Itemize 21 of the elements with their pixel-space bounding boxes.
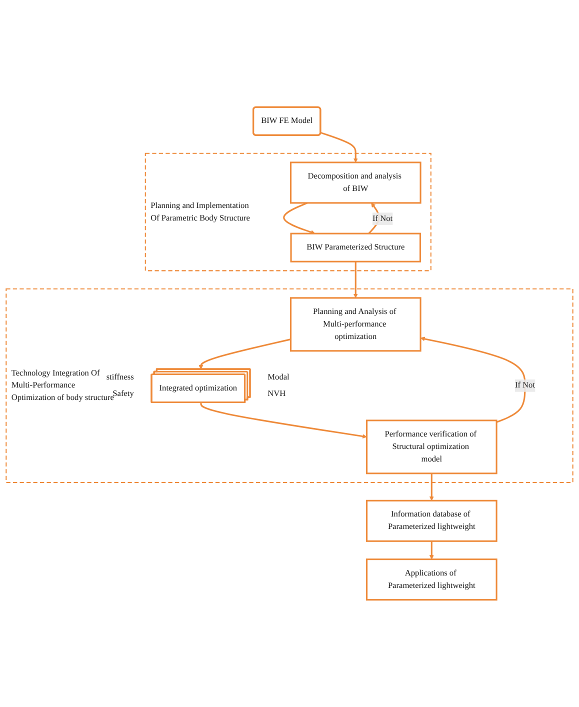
arrow: [283, 202, 316, 234]
arrow: [320, 132, 358, 163]
node-label: stiffness: [106, 372, 134, 382]
node-box: Applications of Parameterized lightweight: [366, 558, 498, 601]
node-box: Planning and Analysis of Multi-performance optimization: [290, 297, 422, 352]
arrow: [429, 473, 434, 501]
node-box: Information database of Parameterized lightweight: [366, 500, 498, 542]
node-box: Decomposition and analysis of BIW: [290, 162, 422, 204]
arrow: [353, 262, 358, 298]
node-box: BIW Parameterized Structure: [290, 232, 422, 262]
arrow: [198, 338, 291, 370]
node-box: Performance verification of Structural optimization model: [366, 420, 498, 474]
arrow: [429, 541, 434, 560]
node-label: Modal: [268, 372, 290, 382]
arrow: [200, 402, 367, 439]
node-label: Safety: [112, 389, 134, 398]
edge-label: If Not: [514, 381, 536, 390]
arrow: [368, 202, 380, 234]
arrow: [420, 336, 526, 423]
node-label: NVH: [268, 389, 286, 398]
edge-label: If Not: [372, 214, 393, 224]
